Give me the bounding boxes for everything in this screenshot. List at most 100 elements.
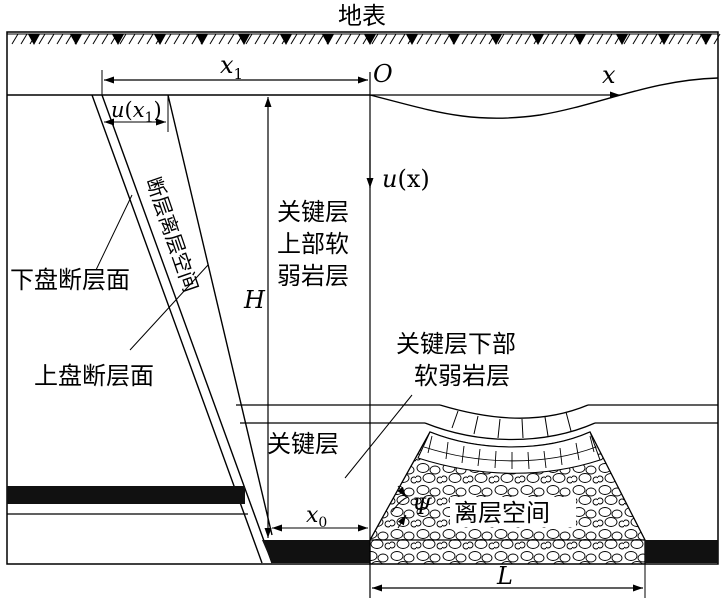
hatch-marker	[196, 34, 208, 46]
key-stratum-sag-blocks	[451, 410, 572, 439]
fault-gap-label: 断层离层空间	[141, 174, 203, 295]
separation-space-label: 离层空间	[454, 499, 550, 527]
ux-label: u(x)	[382, 165, 430, 193]
hatch-line	[596, 33, 604, 45]
hatch-line	[524, 33, 532, 45]
hatch-line	[119, 33, 127, 45]
hatch-line	[641, 33, 649, 45]
hangingwall-plane-label: 上盘断层面	[34, 362, 154, 390]
right-coal-seam	[645, 540, 718, 563]
hatch-line	[605, 33, 613, 45]
subsidence-curve	[369, 77, 719, 119]
hatch-line	[353, 33, 361, 45]
hatch-line	[83, 33, 91, 45]
hatch-line	[227, 33, 235, 45]
hatch-marker	[532, 34, 544, 46]
length-label: L	[496, 562, 513, 590]
footwall-coal-seam	[7, 486, 245, 504]
hatch-line	[299, 33, 307, 45]
hangingwall-fault-plane	[167, 94, 273, 536]
hatch-marker	[154, 34, 166, 46]
ux1-label: u(x1)	[111, 98, 162, 126]
footwall-fault-plane	[91, 94, 263, 564]
hatch-line	[137, 33, 145, 45]
caved-zone-floor	[370, 540, 646, 564]
hatch-marker	[112, 34, 124, 46]
hatch-line	[479, 33, 487, 45]
hatch-marker	[448, 34, 460, 46]
hatch-line	[290, 33, 298, 45]
key-upper-label-line2: 上部软	[277, 230, 349, 258]
origin-label: O	[373, 60, 393, 88]
hatch-marker	[616, 34, 628, 46]
hatch-line	[398, 33, 406, 45]
key-upper-label-line3: 弱岩层	[277, 262, 349, 290]
hatch-line	[272, 33, 280, 45]
hatch-marker	[574, 34, 586, 46]
hatch-marker	[28, 34, 40, 46]
hatch-line	[209, 33, 217, 45]
hatch-line	[20, 33, 28, 45]
height-label: H	[243, 286, 266, 314]
hangingwall-coal-seam	[262, 540, 370, 563]
key-lower-label-line1: 关键层下部	[396, 330, 516, 358]
hatch-line	[461, 33, 469, 45]
hatch-line	[47, 33, 55, 45]
hatch-line	[623, 33, 631, 45]
key-lower-label-line2: 软弱岩层	[414, 362, 510, 390]
hatch-line	[434, 33, 442, 45]
hatch-line	[650, 33, 658, 45]
hatch-line	[632, 33, 640, 45]
hatch-marker	[658, 34, 670, 46]
hatch-line	[416, 33, 424, 45]
hatch-line	[146, 33, 154, 45]
psi-arc	[391, 496, 409, 513]
separation-label-bg	[450, 497, 576, 527]
x0-label: x0	[306, 503, 327, 531]
hatch-line	[425, 33, 433, 45]
hatch-line	[38, 33, 46, 45]
hatch-line	[371, 33, 379, 45]
diagram-frame	[6, 31, 719, 565]
psi-arrow-top	[397, 485, 407, 498]
hatch-line	[344, 33, 352, 45]
fractured-zone-bricks	[423, 435, 597, 470]
hatch-marker	[406, 34, 418, 46]
hangingwall-leader	[129, 264, 209, 351]
hatch-line	[128, 33, 136, 45]
hatch-line	[335, 33, 343, 45]
key-stratum-sag-bottom	[424, 422, 596, 441]
ground-surface-hatch	[7, 33, 721, 46]
x1-label: x1	[220, 51, 243, 83]
soft-lower-leader	[344, 394, 413, 479]
hatch-line	[713, 33, 721, 45]
key-stratum-label: 关键层	[267, 430, 339, 458]
hatch-marker	[280, 34, 292, 46]
x-axis-label: x	[602, 61, 616, 89]
fractured-zone	[417, 431, 601, 474]
hatch-line	[470, 33, 478, 45]
psi-label: Ψ	[412, 495, 432, 520]
hatch-line	[668, 33, 676, 45]
surface-label: 地表	[338, 2, 386, 30]
hangingwall-fault-plane-outer	[101, 94, 273, 564]
hatch-line	[11, 33, 19, 45]
hatch-line	[515, 33, 523, 45]
hatch-line	[101, 33, 109, 45]
hatch-line	[254, 33, 262, 45]
key-stratum-sag-top	[439, 404, 589, 419]
hatch-marker	[70, 34, 82, 46]
hatch-line	[245, 33, 253, 45]
footwall-plane-label: 下盘断层面	[10, 266, 130, 294]
hatch-line	[164, 33, 172, 45]
hatch-line	[560, 33, 568, 45]
hatch-line	[389, 33, 397, 45]
hatch-line	[551, 33, 559, 45]
hatch-marker	[238, 34, 250, 46]
hatch-line	[380, 33, 388, 45]
hatch-line	[677, 33, 685, 45]
hatch-line	[218, 33, 226, 45]
hatch-line	[542, 33, 550, 45]
